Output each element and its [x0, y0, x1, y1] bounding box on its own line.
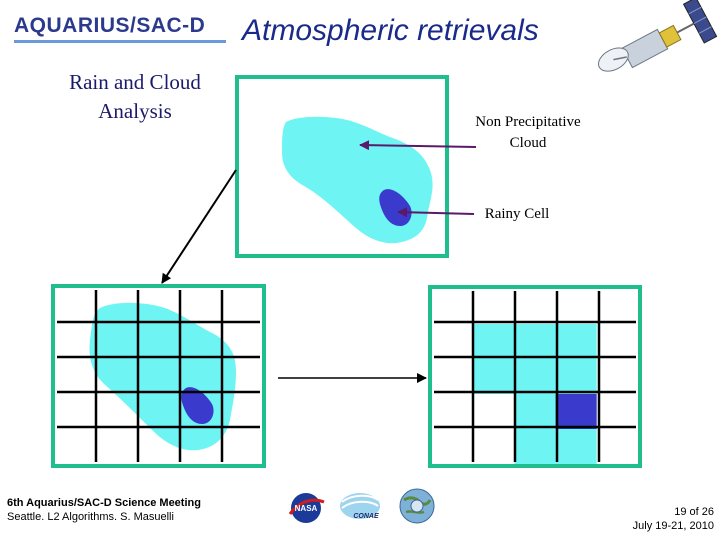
grid-cell-0-3	[555, 289, 597, 324]
grid-cell-2-2	[514, 359, 556, 394]
grid-cell-4-1	[473, 429, 515, 464]
grid-cell-3-2	[514, 394, 556, 429]
slide-title: Atmospheric retrievals	[242, 14, 539, 47]
footer-page-number: 19 of 26	[674, 506, 714, 518]
footer-date: July 19-21, 2010	[632, 520, 714, 532]
grid-cell-0-2	[514, 289, 556, 324]
section-subtitle: Rain and Cloud Analysis	[69, 70, 201, 123]
classified-grid-cells	[432, 289, 638, 464]
conae-logo-icon: CONAE	[340, 493, 380, 520]
grid-cell-2-4	[596, 359, 638, 394]
grid-cell-3-1	[473, 394, 515, 429]
non-precipitative-arrow	[359, 140, 477, 151]
globe-logo-icon	[399, 488, 435, 524]
nasa-logo-text: NASA	[295, 504, 318, 513]
grid-lines-right	[434, 291, 636, 462]
grid-cell-2-0	[432, 359, 474, 394]
rainy-cell-label: Rainy Cell	[484, 206, 550, 222]
grid-cell-3-0	[432, 394, 474, 429]
rainy-cell-arrow	[397, 207, 475, 218]
grid-cell-1-4	[596, 324, 638, 359]
footer-right: 19 of 26 July 19-21, 2010	[610, 505, 714, 533]
grid-cell-3-3	[555, 394, 597, 429]
grid-cell-4-4	[596, 429, 638, 464]
grid-cell-2-1	[473, 359, 515, 394]
grid-cell-1-2	[514, 324, 556, 359]
grid-cell-0-0	[432, 289, 474, 324]
grid-cell-0-1	[473, 289, 515, 324]
grid-cell-4-3	[555, 429, 597, 464]
grid-cell-2-3	[555, 359, 597, 394]
footer-author: Seattle. L2 Algorithms. S. Masuelli	[7, 511, 174, 523]
satellite-icon	[598, 0, 718, 72]
grid-cell-4-0	[432, 429, 474, 464]
flow-arrow-to-grid	[161, 169, 237, 284]
footer-meeting: 6th Aquarius/SAC-D Science Meeting	[7, 497, 201, 509]
grid-cell-1-3	[555, 324, 597, 359]
aquarius-sacd-logo: AQUARIUS/SAC-D	[14, 14, 206, 37]
non-precipitative-cloud-label: Non Precipitative Cloud	[475, 114, 581, 151]
rain-cell-left	[181, 387, 214, 424]
grid-cell-1-1	[473, 324, 515, 359]
grid-cell-3-4	[596, 394, 638, 429]
footer-left: 6th Aquarius/SAC-D Science Meeting Seatt…	[7, 496, 201, 524]
grid-lines-left	[57, 290, 260, 462]
logo-underline	[14, 40, 226, 43]
grid-cell-4-2	[514, 429, 556, 464]
conae-logo-text: CONAE	[353, 513, 379, 520]
grid-cell-0-4	[596, 289, 638, 324]
nasa-logo-icon: NASA	[288, 493, 325, 523]
grid-cell-1-0	[432, 324, 474, 359]
